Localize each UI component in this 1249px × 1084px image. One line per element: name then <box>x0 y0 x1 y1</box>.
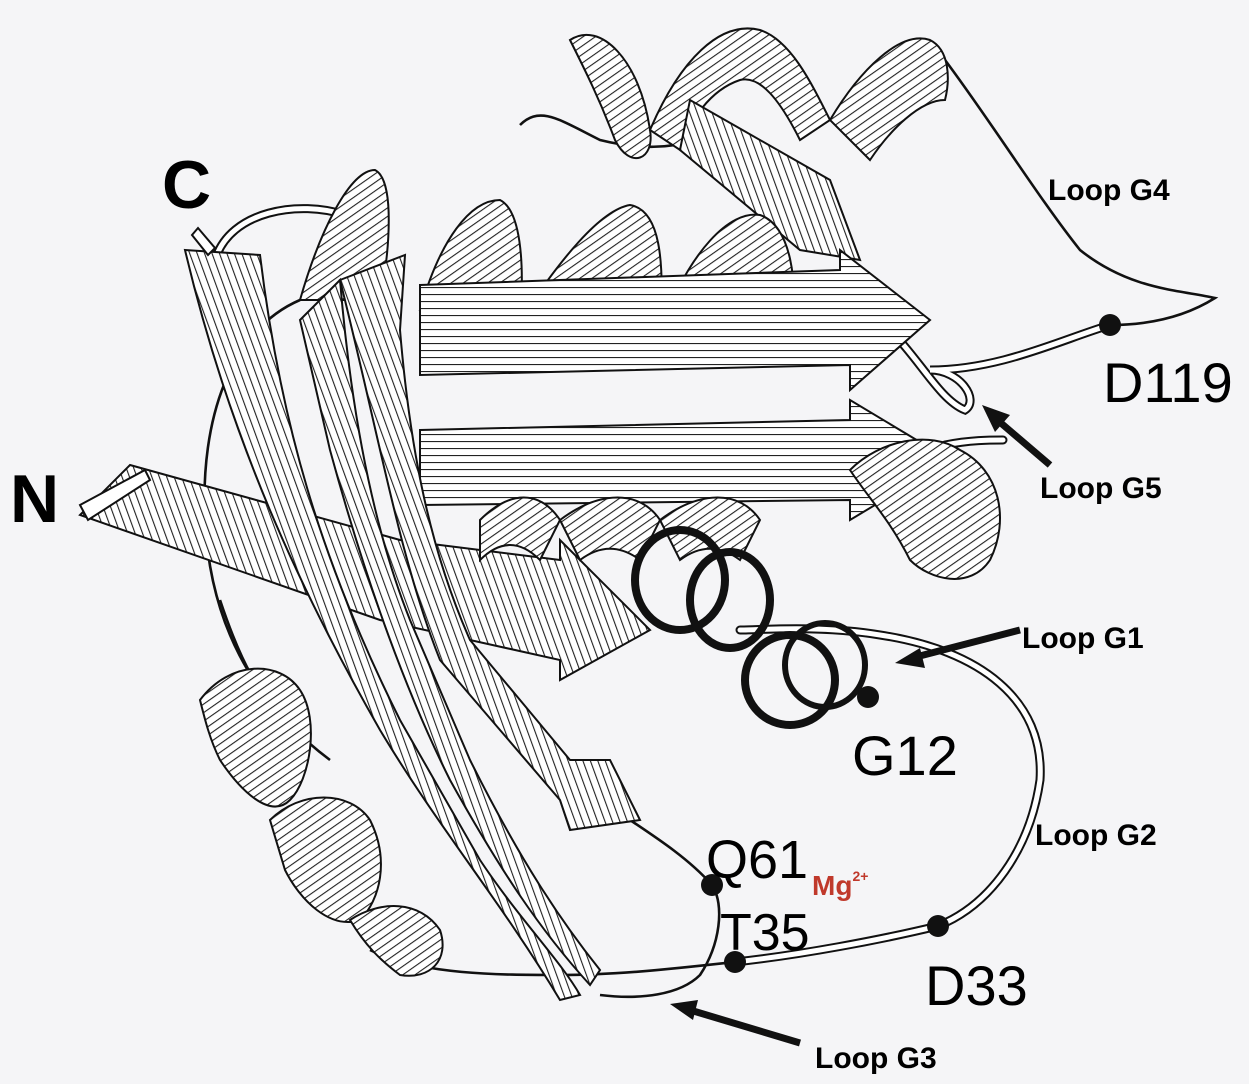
mg-ion-symbol: Mg <box>812 870 852 901</box>
mg-ion-charge: 2+ <box>852 868 868 884</box>
residue-label-q61: Q61 <box>706 830 808 890</box>
loop-g1-label: Loop G1 <box>1022 622 1144 655</box>
residue-label-g12: G12 <box>852 724 958 787</box>
n-terminus-label: N <box>10 461 59 537</box>
mg-ion-label: Mg2+ <box>812 868 868 901</box>
c-terminus-label: C <box>162 147 211 223</box>
helix-lower-left <box>200 669 443 976</box>
residue-dot-d119 <box>1099 314 1121 336</box>
residue-dot-d33 <box>927 915 949 937</box>
arrow-head-g3 <box>670 1000 698 1020</box>
loop-g2-label: Loop G2 <box>1035 819 1157 852</box>
arrow-head-g1 <box>895 648 925 668</box>
residue-dot-g12 <box>857 686 879 708</box>
residue-label-d33: D33 <box>925 954 1028 1017</box>
loop-g4-label: Loop G4 <box>1048 174 1170 207</box>
loop-g3-label: Loop G3 <box>815 1042 937 1075</box>
residue-label-d119: D119 <box>1103 351 1233 414</box>
residue-label-t35: T35 <box>720 904 810 962</box>
loop-g5-label: Loop G5 <box>1040 472 1162 505</box>
